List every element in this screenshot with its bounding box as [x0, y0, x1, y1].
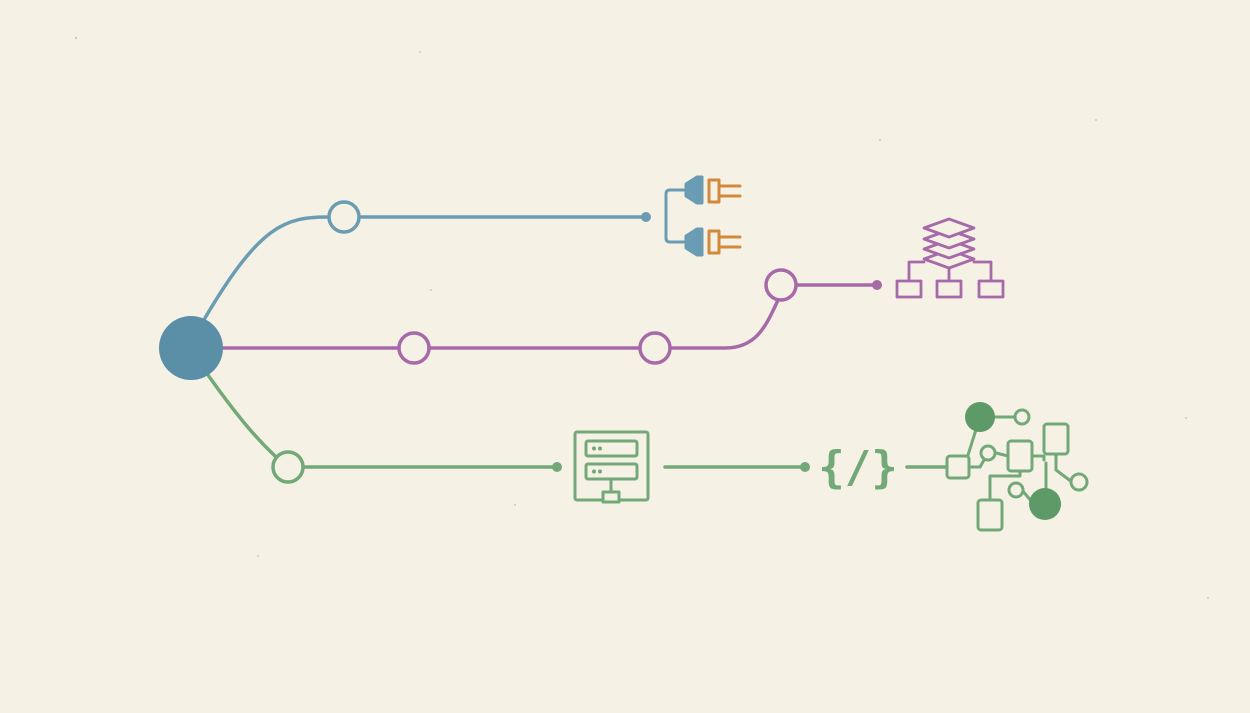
server-icon [573, 430, 650, 504]
purple-branch-node-1 [397, 331, 431, 365]
layers-hierarchy-icon [895, 217, 1005, 299]
green-branch-line [206, 373, 278, 459]
purple-branch-line [220, 294, 782, 350]
power-plug-icon [664, 175, 742, 257]
purple-branch-node-2 [638, 331, 672, 365]
purple-branch-node-3 [764, 268, 798, 302]
paper-specks [74, 36, 1209, 599]
purple-branch [220, 268, 882, 365]
root-node [159, 316, 223, 380]
green-branch [206, 373, 947, 484]
purple-branch-endpoint [872, 280, 882, 290]
node-network-icon [945, 402, 1089, 532]
code-brackets-icon: {/} [818, 442, 897, 493]
green-branch-node [271, 450, 305, 484]
green-branch-dot-1 [552, 462, 562, 472]
blue-branch-line [203, 215, 647, 320]
blue-branch-endpoint [641, 212, 651, 222]
blue-branch [203, 200, 651, 320]
green-branch-dot-2 [800, 462, 810, 472]
blue-branch-node [327, 200, 361, 234]
